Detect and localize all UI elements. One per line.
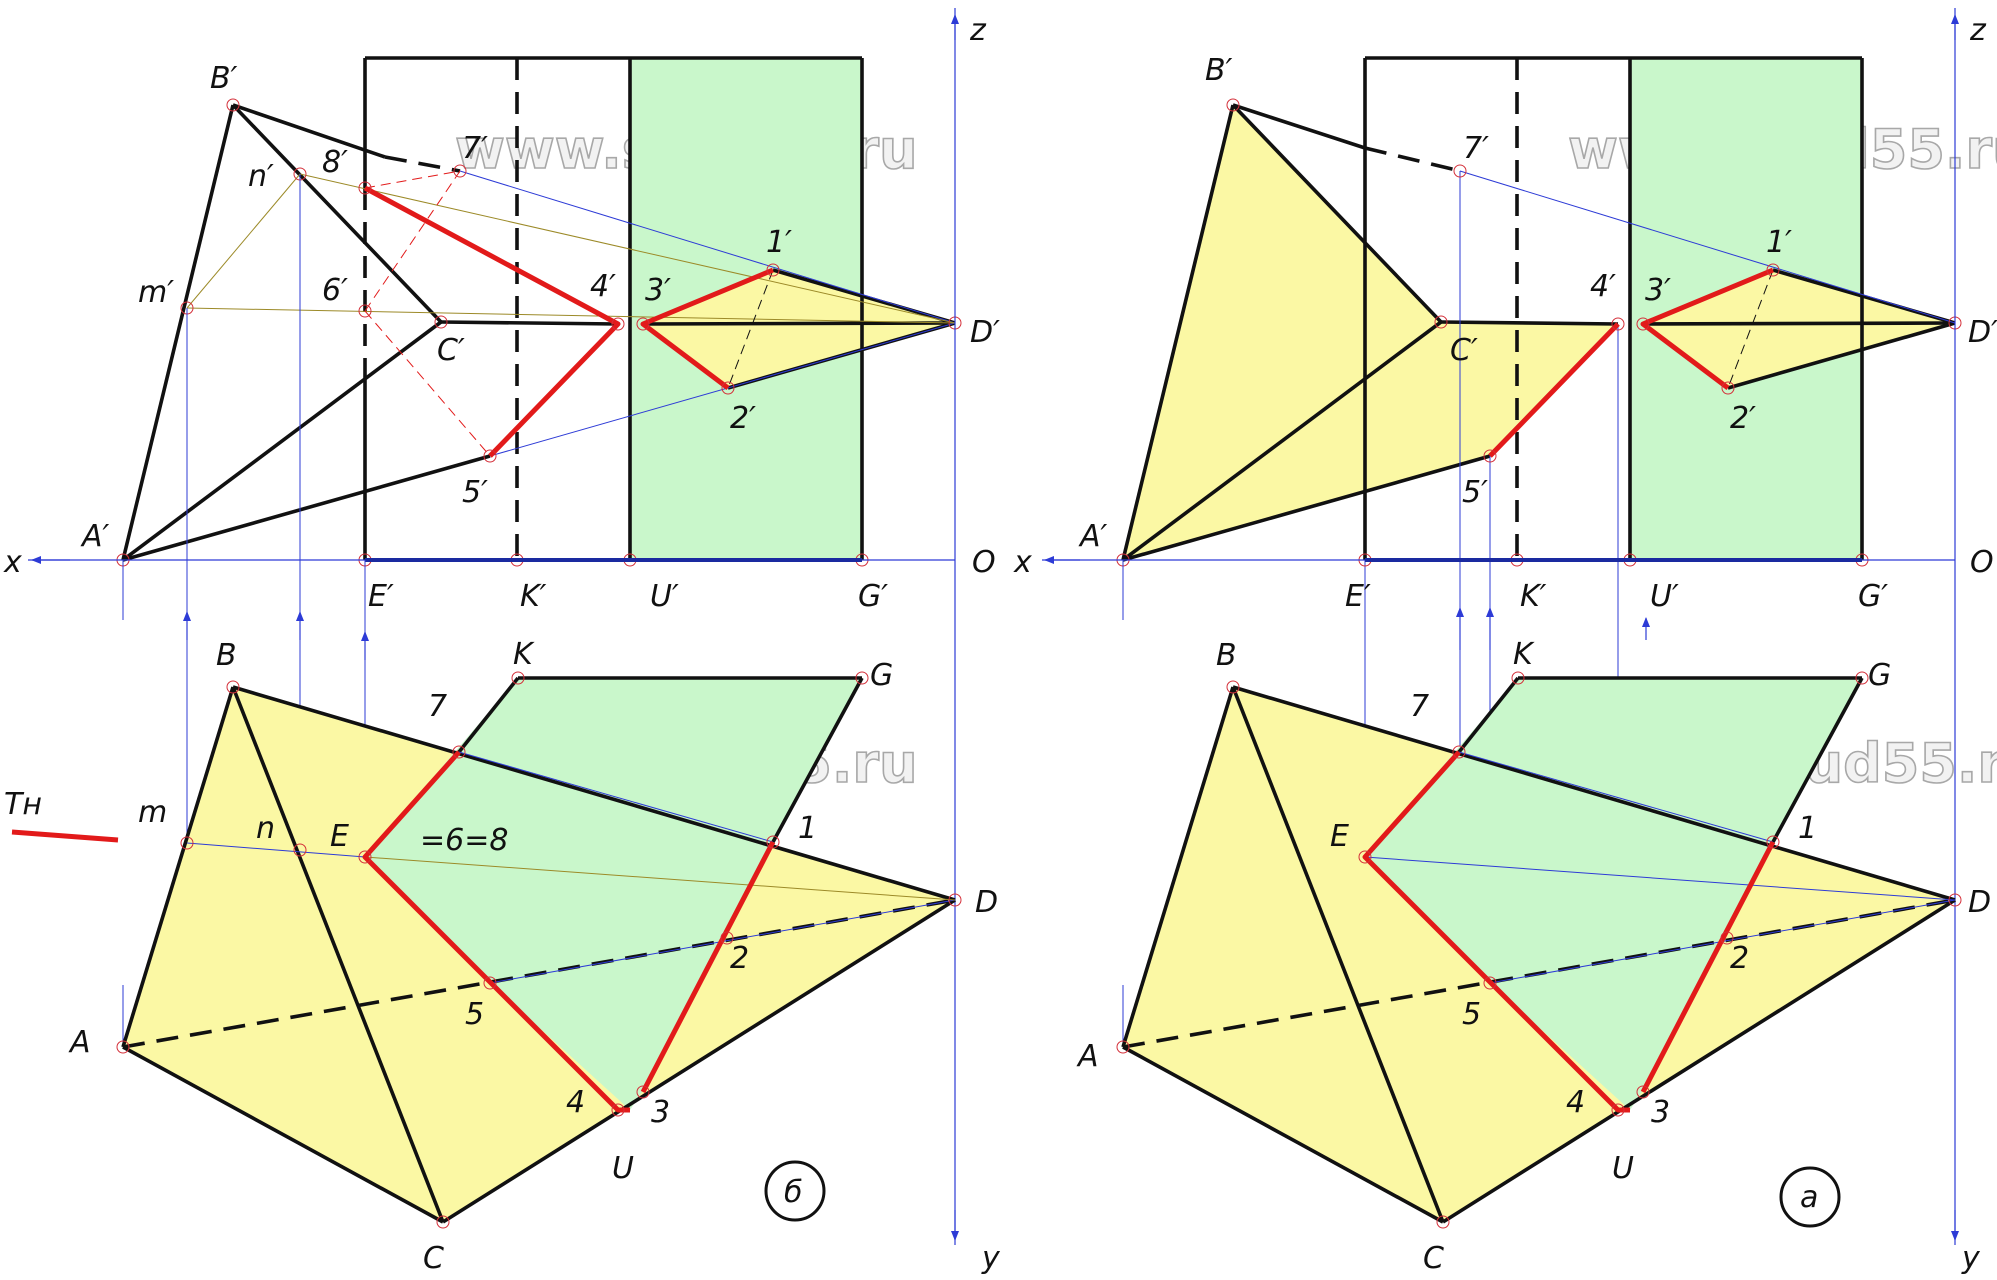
label-5-prime: 5′ [462, 475, 488, 510]
label-4-right: 4 [1566, 1085, 1585, 1120]
label-G-prime: G′ [858, 579, 888, 614]
pyramid-visible-face-frontal [643, 270, 955, 388]
frontal-projection-right [1116, 56, 1962, 1110]
axes-right [1042, 8, 1959, 1245]
label-2-prime-right: 2′ [1730, 401, 1756, 436]
left-panel: www.stud55.ru www.stud55.ru [3, 8, 1001, 1276]
label-x-right: x [1013, 545, 1032, 580]
label-E: E [330, 819, 349, 854]
label-m-prime: m′ [138, 275, 174, 310]
panel-mark-b: б [784, 1175, 803, 1210]
panel-mark-circle [764, 1160, 826, 1222]
label-K-prime: K′ [520, 579, 547, 614]
label-A: A [68, 1025, 91, 1060]
label-A-prime: A′ [80, 519, 110, 554]
label-2: 2 [730, 941, 749, 976]
frontal-projection [116, 56, 962, 620]
label-D-prime: D′ [970, 315, 1000, 350]
label-n: n [256, 811, 275, 846]
pyramid-visible-face-frontal-right [1643, 270, 1955, 388]
label-D-right: D [1968, 885, 1991, 920]
label-n-prime: n′ [248, 159, 274, 194]
label-C-prime: C′ [437, 333, 465, 368]
label-1-right: 1 [1798, 811, 1817, 846]
label-y: y [981, 1241, 1001, 1276]
label-7: 7 [428, 689, 447, 724]
label-A-right: A [1076, 1039, 1099, 1074]
trace-line-Tn [11, 829, 119, 843]
plane-green-horizontal [365, 678, 862, 1110]
right-labels: z y x O B′ 7′ C′ 4′ 3′ 1′ 2′ 5′ D′ A′ E′… [1013, 13, 1997, 1276]
label-4: 4 [566, 1085, 585, 1120]
panel-mark-circle-right [1779, 1166, 1841, 1228]
label-K-prime-right: K′ [1520, 579, 1547, 614]
label-7-prime: 7′ [462, 131, 488, 166]
hidden-edge-AD [122, 898, 956, 1049]
label-z-right: z [1969, 13, 1987, 48]
label-3-prime-right: 3′ [1645, 273, 1671, 308]
label-8-prime: 8′ [322, 145, 348, 180]
label-Tn: Tн [4, 787, 42, 822]
label-K-right: K [1513, 637, 1535, 672]
label-x: x [3, 545, 22, 580]
label-E-prime: E′ [368, 579, 394, 614]
label-U-prime-right: U′ [1650, 579, 1679, 614]
label-1-prime-right: 1′ [1766, 225, 1792, 260]
label-2-right: 2 [1730, 941, 1749, 976]
label-U-prime: U′ [650, 579, 679, 614]
pyramid-face-ABC-frontal [1123, 105, 1441, 560]
label-3-right: 3 [1651, 1095, 1670, 1130]
label-y-right: y [1961, 1241, 1981, 1276]
label-E-right: E [1330, 819, 1349, 854]
horizontal-projection-right [1116, 671, 1962, 1229]
label-D: D [975, 885, 998, 920]
label-5-prime-right: 5′ [1462, 475, 1488, 510]
pyramid-face-ACD-frontal [1123, 322, 1618, 560]
axes [28, 8, 959, 1245]
label-m: m [138, 795, 167, 830]
label-3-prime: 3′ [645, 273, 671, 308]
plane-green-horizontal-right [1365, 678, 1862, 1110]
label-A-prime-right: A′ [1078, 519, 1108, 554]
label-5: 5 [465, 997, 484, 1032]
label-2-prime: 2′ [730, 401, 756, 436]
label-G: G [870, 658, 893, 693]
label-1: 1 [798, 811, 817, 846]
label-C-right: C [1423, 1241, 1444, 1276]
label-E-prime-right: E′ [1345, 579, 1371, 614]
label-4-prime: 4′ [590, 269, 616, 304]
label-O: O [972, 545, 996, 580]
label-7-right: 7 [1410, 689, 1429, 724]
label-3: 3 [651, 1095, 670, 1130]
panel-mark-a: a [1800, 1180, 1818, 1215]
hidden-edge-BD [384, 155, 461, 173]
label-6-prime: 6′ [322, 273, 348, 308]
label-G-right: G [1868, 658, 1891, 693]
label-C-prime-right: C′ [1450, 333, 1478, 368]
label-B-prime-right: B′ [1205, 53, 1233, 88]
label-B-prime: B′ [210, 61, 238, 96]
label-G-prime-right: G′ [1858, 579, 1888, 614]
label-z: z [969, 13, 987, 48]
horizontal-projection [11, 671, 962, 1229]
label-4-prime-right: 4′ [1590, 269, 1616, 304]
label-O-right: O [1970, 545, 1994, 580]
label-B-right: B [1216, 638, 1237, 673]
label-B: B [216, 638, 237, 673]
label-U: U [612, 1151, 634, 1186]
label-U-right: U [1612, 1151, 1634, 1186]
label-7-prime-right: 7′ [1463, 131, 1489, 166]
label-eq-6-8: =6=8 [420, 823, 508, 858]
label-K: K [513, 637, 535, 672]
left-labels: z y x O B′ n′ 8′ 7′ m′ 6′ C′ 4′ 3′ 1′ 2′… [3, 13, 1001, 1276]
label-C: C [423, 1241, 444, 1276]
label-5-right: 5 [1462, 997, 1481, 1032]
label-D-prime-right: D′ [1968, 315, 1997, 350]
label-1-prime: 1′ [766, 225, 792, 260]
right-panel: www.stud55.ru www.stud55.ru [1013, 8, 1997, 1276]
